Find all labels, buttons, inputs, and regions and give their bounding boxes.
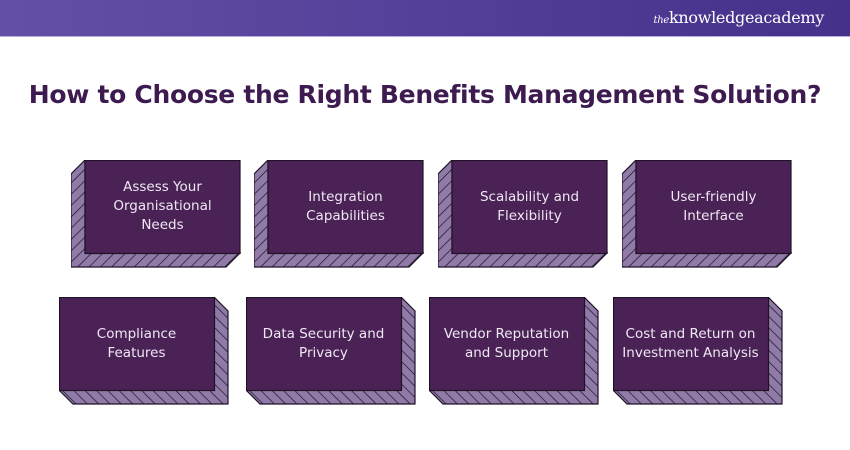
factor-label: Scalability and Flexibility xyxy=(479,188,580,224)
factor-label: Cost and Return on Investment Analysis xyxy=(622,325,759,361)
logo-name: knowledgeacademy xyxy=(668,8,824,27)
brand-logo: theknowledgeacademy xyxy=(653,8,824,27)
factor-box: Scalability and Flexibility xyxy=(438,160,608,268)
factor-box: Cost and Return on Investment Analysis xyxy=(613,297,783,405)
logo-prefix: the xyxy=(653,15,669,26)
factor-box: User-friendly Interface xyxy=(622,160,792,268)
factor-box: Compliance Features xyxy=(59,297,229,405)
factor-box: Data Security and Privacy xyxy=(246,297,416,405)
page-title: How to Choose the Right Benefits Managem… xyxy=(28,80,822,109)
factor-label: Integration Capabilities xyxy=(306,188,385,224)
factor-box: Assess Your Organisational Needs xyxy=(71,160,241,268)
factor-box: Integration Capabilities xyxy=(254,160,424,268)
factor-label: Vendor Reputation and Support xyxy=(443,325,570,361)
factor-label: Assess Your Organisational Needs xyxy=(113,179,212,233)
factor-label: Compliance Features xyxy=(96,325,177,361)
factor-box: Vendor Reputation and Support xyxy=(429,297,599,405)
factor-label: User-friendly Interface xyxy=(670,188,757,224)
header-banner: theknowledgeacademy xyxy=(0,0,850,37)
factor-label: Data Security and Privacy xyxy=(262,325,385,361)
